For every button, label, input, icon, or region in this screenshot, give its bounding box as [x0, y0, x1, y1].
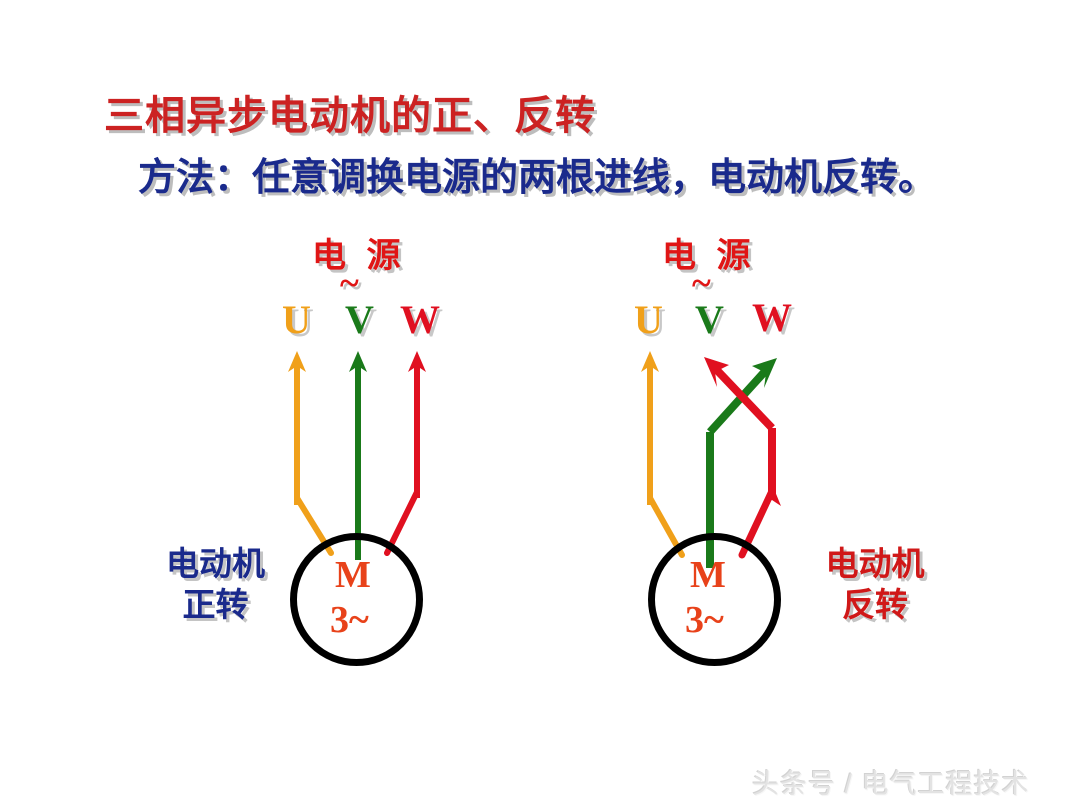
- left-phase-label-u: U: [282, 297, 311, 342]
- left-phase-v-wire: [349, 351, 367, 560]
- right-phase-label-u: U: [634, 297, 663, 342]
- right-phase-label-w: W: [752, 295, 792, 340]
- left-phase-u-wire: [288, 351, 334, 556]
- right-phase-label-v: V: [695, 297, 724, 342]
- left-phase-w-wire: [384, 351, 426, 556]
- watermark-text: 头条号 / 电气工程技术: [752, 769, 1030, 799]
- right-phase-u-wire: [641, 351, 685, 558]
- right-motor-symbol: [648, 533, 781, 666]
- left-source-tilde: ~: [340, 263, 359, 303]
- right-source-tilde: ~: [692, 263, 711, 303]
- right-phase-w-to-v-crossed-wire: [704, 357, 781, 559]
- left-source-label: 电 源: [312, 238, 407, 275]
- left-motor-rating-label: 3~: [330, 599, 369, 641]
- left-phase-label-w: W: [400, 297, 440, 342]
- right-motor-rating-label: 3~: [685, 599, 724, 641]
- page-title: 三相异步电动机的正、反转: [104, 93, 596, 138]
- left-motor-m-label: M: [335, 554, 371, 596]
- right-motor-m-label: M: [690, 554, 726, 596]
- left-phase-label-v: V: [345, 297, 374, 342]
- right-caption-motor-reverse: 电动机 反转: [825, 547, 925, 625]
- right-source-label: 电 源: [662, 238, 757, 275]
- left-motor-symbol: [290, 533, 423, 666]
- left-caption-motor-forward: 电动机 正转: [166, 547, 265, 625]
- page-subtitle: 方法：任意调换电源的两根进线，电动机反转。: [138, 157, 937, 199]
